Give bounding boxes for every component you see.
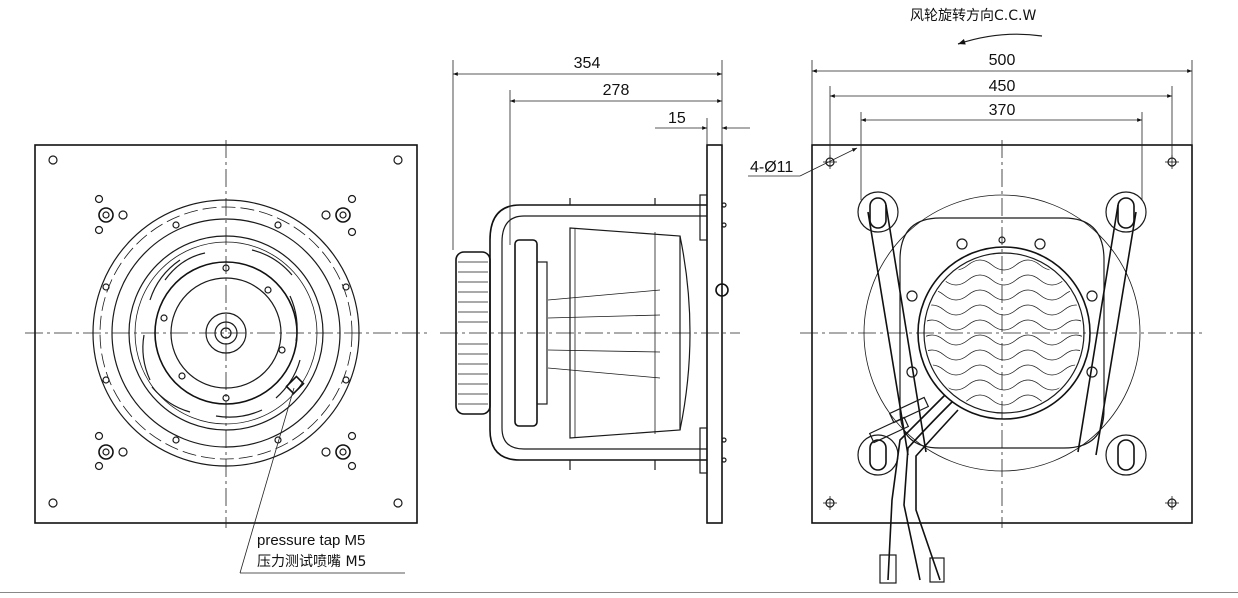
- pressure-tap-label-en: pressure tap M5: [257, 532, 365, 549]
- housing-screws: [906, 236, 1098, 378]
- dim-label-354: 354: [574, 55, 601, 72]
- rotation-arrow: [957, 33, 1043, 45]
- motor-heatsink-inner: [923, 252, 1085, 414]
- motor-cooling-fins: [455, 251, 491, 415]
- rear-shroud-circle: [863, 194, 1141, 472]
- inlet-ring-dashed: [99, 206, 353, 460]
- hole-cluster-bottom-left: [94, 431, 128, 471]
- impeller-vanes: [547, 289, 661, 379]
- motor-heatsink-outer: [917, 246, 1091, 420]
- dim-label-370: 370: [989, 102, 1016, 119]
- rim-screws: [102, 221, 350, 444]
- dim-label-450: 450: [989, 78, 1016, 95]
- corner-hole: [48, 498, 58, 508]
- hub-inner: [214, 321, 238, 345]
- impeller-outer: [128, 235, 324, 431]
- mount-hole-label: 4-Ø11: [750, 159, 793, 176]
- motor-flange: [536, 261, 548, 405]
- rotation-direction-label: 风轮旋转方向C.C.W: [910, 8, 1036, 24]
- mount-hole-leader: [799, 147, 858, 177]
- corner-hole: [393, 155, 403, 165]
- rear-support-arm-right: [1077, 204, 1137, 456]
- support-frame-inner: [501, 215, 707, 450]
- shaft: [220, 327, 232, 339]
- pressure-tap-fitting: [285, 375, 305, 395]
- flange-bolts: [699, 194, 729, 474]
- pressure-tap-leader: [239, 387, 295, 574]
- dim-label-15: 15: [668, 110, 686, 127]
- rear-corner-holes: [823, 155, 1179, 510]
- inlet-nozzle: [679, 235, 691, 431]
- inlet-ring: [111, 218, 341, 448]
- side-view: 354 278 15: [440, 55, 750, 524]
- corner-hole: [48, 155, 58, 165]
- hole-cluster-top-left: [94, 194, 128, 235]
- dim-label-500: 500: [989, 52, 1016, 69]
- pressure-tap-label-cn: 压力测试喷嘴 M5: [257, 554, 366, 570]
- impeller-blades: [142, 249, 301, 418]
- inlet-ring-outer: [92, 199, 360, 467]
- dim-label-278: 278: [603, 82, 630, 99]
- hole-cluster-top-right: [321, 194, 357, 237]
- impeller-inner: [134, 241, 318, 425]
- hub: [205, 312, 247, 354]
- bottom-rule: [0, 592, 1238, 593]
- rear-view: 500 450 370 4-Ø11 风轮旋转方向C.C.W: [748, 8, 1205, 584]
- side-flange-plate: [706, 144, 723, 524]
- front-view: [25, 140, 430, 528]
- motor-face: [170, 277, 282, 389]
- corner-hole: [393, 498, 403, 508]
- power-cable: [868, 394, 959, 584]
- hole-cluster-bottom-right: [321, 431, 357, 471]
- support-frame-outer: [489, 204, 707, 461]
- pressure-tap-annotation: pressure tap M5 压力测试喷嘴 M5: [239, 387, 405, 574]
